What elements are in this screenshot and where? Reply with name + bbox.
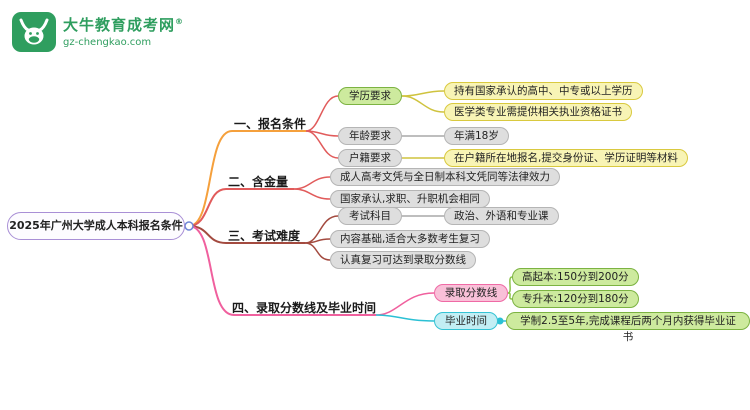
connector <box>401 95 445 113</box>
node-education-requirement: 学历要求 <box>338 87 402 105</box>
connector <box>293 176 331 190</box>
node-value-detail-2: 国家承认,求职、升职机会相同 <box>330 190 490 208</box>
connector <box>304 242 331 261</box>
node-score-zhuanshengben: 专升本:120分到180分 <box>512 290 639 308</box>
node-graduation-detail: 学制2.5至5年,完成课程后两个月内获得毕业证书 <box>506 312 750 343</box>
connector <box>401 90 445 97</box>
bull-logo-icon <box>12 12 56 52</box>
node-education-detail-2: 医学类专业需提供相关执业资格证书 <box>444 103 632 121</box>
connector <box>305 95 339 132</box>
node-age-requirement: 年龄要求 <box>338 127 402 145</box>
node-residency-requirement: 户籍要求 <box>338 149 402 167</box>
connector <box>375 292 435 316</box>
site-logo: 大牛教育成考网® gz-chengkao.com <box>12 12 184 52</box>
node-age-detail: 年满18岁 <box>444 127 509 145</box>
node-residency-detail: 在户籍所在地报名,提交身份证、学历证明等材料 <box>444 149 688 167</box>
node-difficulty-detail-1: 内容基础,适合大多数考生复习 <box>330 230 490 248</box>
connector <box>293 188 331 200</box>
node-value-detail-1: 成人高考文凭与全日制本科文凭同等法律效力 <box>330 168 560 186</box>
node-admission-score: 录取分数线 <box>434 284 508 302</box>
node-exam-subjects-detail: 政治、外语和专业课 <box>444 207 559 225</box>
node-education-detail-1: 持有国家承认的高中、中专或以上学历 <box>444 82 643 100</box>
branch2-line <box>188 188 294 227</box>
node-graduation-time: 毕业时间 <box>434 312 498 330</box>
brand-name: 大牛教育成考网® <box>63 16 185 34</box>
node-root-topic: 2025年广州大学成人本科报名条件 <box>7 212 185 240</box>
node-exam-subjects: 考试科目 <box>338 207 402 225</box>
node-difficulty-detail-2: 认真复习可达到录取分数线 <box>330 251 476 269</box>
registered-mark: ® <box>175 17 185 26</box>
connector <box>305 130 339 137</box>
branch-label-value: 二、含金量 <box>228 175 289 189</box>
node-score-gaoqiben: 高起本:150分到200分 <box>512 268 639 286</box>
connector <box>305 130 339 159</box>
connector <box>304 238 331 244</box>
branch-label-scores-graduation: 四、录取分数线及毕业时间 <box>232 301 377 315</box>
brand-domain: gz-chengkao.com <box>63 37 152 48</box>
root-expand-circle <box>184 221 194 231</box>
branch-label-difficulty: 三、考试难度 <box>228 229 301 243</box>
connector <box>375 314 435 322</box>
branch-label-enrollment-conditions: 一、报名条件 <box>234 117 307 131</box>
